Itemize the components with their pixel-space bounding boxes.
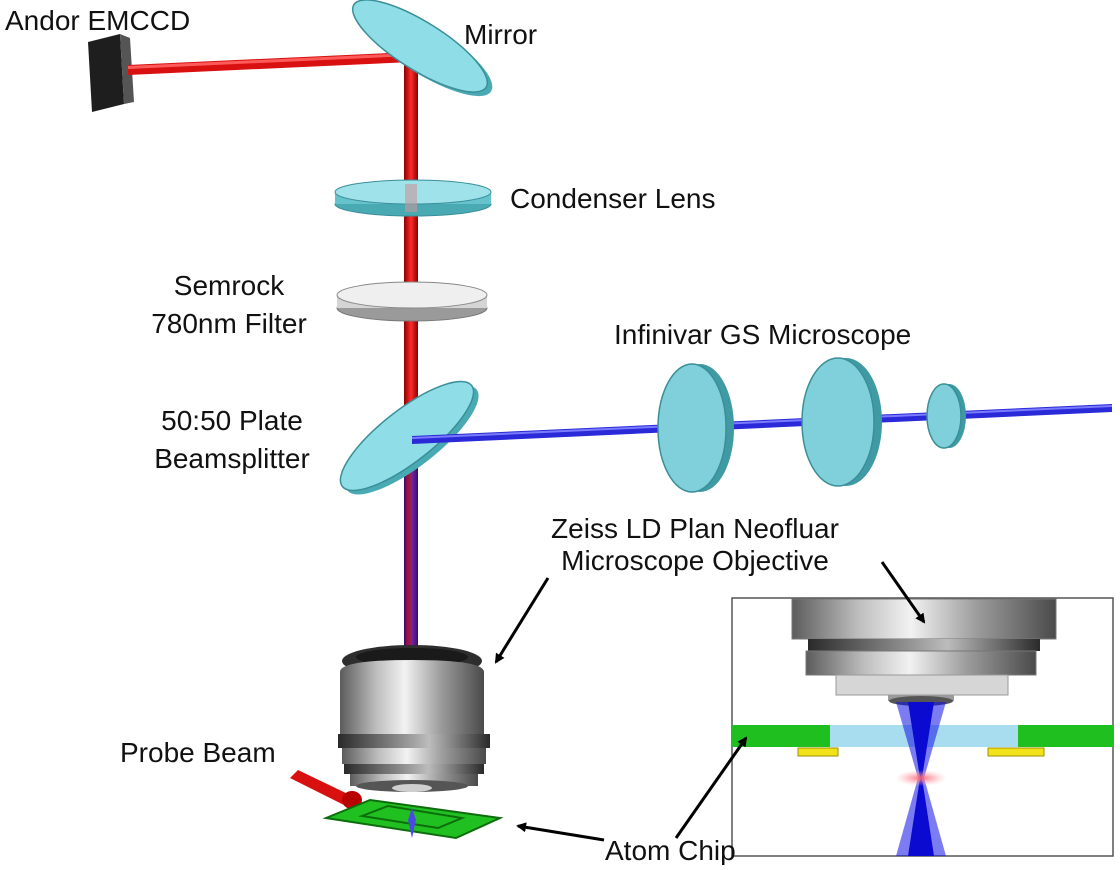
condenser-lens [334,179,492,217]
atom-chip [322,798,504,840]
atom-chip-arrow-main [516,822,605,842]
atom-chip-label: Atom Chip [605,835,736,865]
blue-beam [412,404,1112,444]
objective-arrow-main [494,577,550,664]
camera-sensor [88,34,134,112]
infinivar-lens-3 [926,383,966,449]
infinivar-label: Infinivar GS Microscope [614,319,911,350]
atom-chip-arrow-inset [674,736,748,839]
microscope-objective [338,645,490,792]
condenser-lens-label: Condenser Lens [510,183,715,214]
objective-label-line1: Zeiss LD Plan Neofluar [551,513,839,544]
mirror [351,0,493,97]
semrock-filter [336,281,488,322]
mirror-label: Mirror [464,19,537,50]
filter-label-line1: Semrock [174,270,285,301]
red-beam [128,52,418,660]
probe-beam-label: Probe Beam [120,737,276,768]
camera-label: Andor EMCCD [5,5,190,36]
infinivar-lens-2 [801,357,882,487]
beamsplitter-label-line2: Beamsplitter [154,443,310,474]
objective-arrow-inset [880,561,926,624]
filter-label-line2: 780nm Filter [151,308,307,339]
objective-label-line2: Microscope Objective [561,545,829,576]
beamsplitter-label-line1: 50:50 Plate [161,405,303,436]
inset-panel [731,597,1114,857]
infinivar-lens-1 [657,363,734,493]
